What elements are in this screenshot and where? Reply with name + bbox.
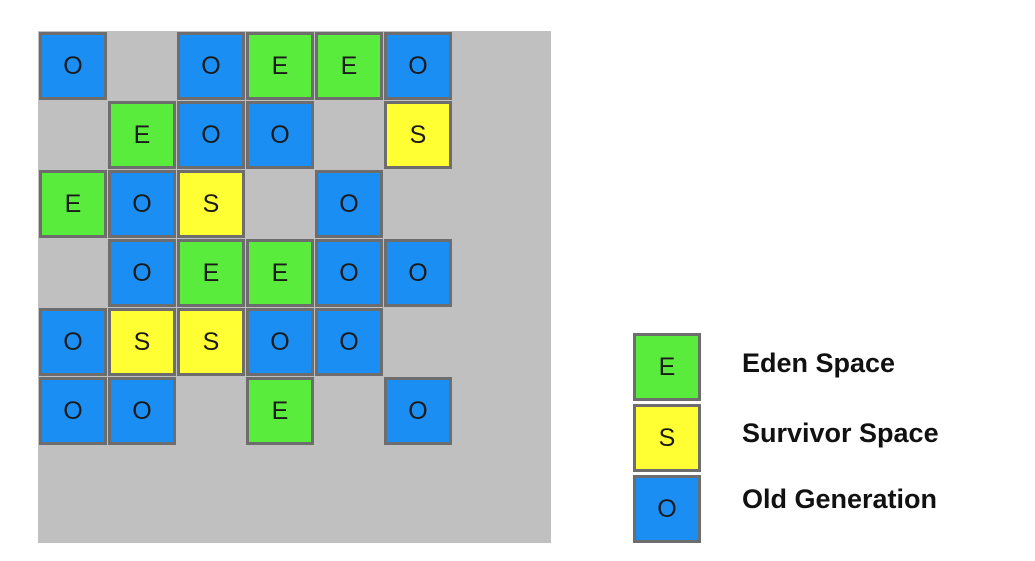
old-region: O	[39, 32, 107, 100]
survivor-region: S	[177, 308, 245, 376]
eden-region: E	[246, 32, 314, 100]
old-region: O	[384, 377, 452, 445]
survivor-region: S	[108, 308, 176, 376]
old-region: O	[177, 32, 245, 100]
old-region: O	[315, 170, 383, 238]
old-region: O	[246, 308, 314, 376]
survivor-region: S	[177, 170, 245, 238]
survivor-region: S	[384, 101, 452, 169]
eden-region: E	[39, 170, 107, 238]
legend-eden-swatch: E	[633, 333, 701, 401]
old-region: O	[108, 239, 176, 307]
legend-label-survivor: Survivor Space	[742, 418, 939, 448]
legend-swatches: E S O	[633, 333, 707, 543]
eden-region: E	[177, 239, 245, 307]
eden-region: E	[108, 101, 176, 169]
eden-region: E	[246, 377, 314, 445]
old-region: O	[177, 101, 245, 169]
old-region: O	[315, 239, 383, 307]
legend-survivor-swatch: S	[633, 404, 701, 472]
eden-region: E	[315, 32, 383, 100]
legend-label-old: Old Generation	[742, 484, 938, 514]
legend-label-eden: Eden Space	[742, 348, 896, 378]
old-region: O	[108, 170, 176, 238]
old-region: O	[384, 239, 452, 307]
old-region: O	[39, 308, 107, 376]
old-region: O	[315, 308, 383, 376]
old-region: O	[39, 377, 107, 445]
legend-old-swatch: O	[633, 475, 701, 543]
eden-region: E	[246, 239, 314, 307]
old-region: O	[246, 101, 314, 169]
old-region: O	[108, 377, 176, 445]
old-region: O	[384, 32, 452, 100]
